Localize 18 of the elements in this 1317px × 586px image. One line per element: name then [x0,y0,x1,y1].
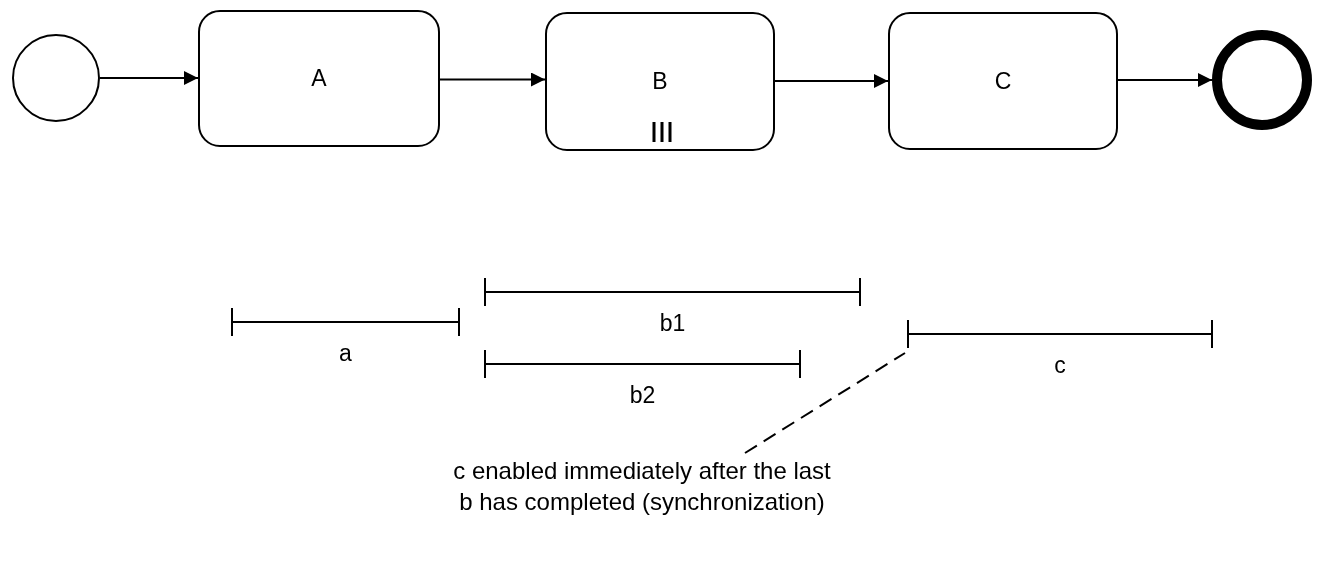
interval-label: a [338,339,353,367]
task-label: A [311,65,327,92]
leader-line [744,352,906,454]
task-box [888,12,1118,150]
task-box [545,12,775,151]
sequence-arrow [1117,73,1213,87]
task-label: C [994,67,1012,95]
sequence-arrow [774,74,889,88]
start-event-circle [12,34,100,122]
interval-label: b2 [628,381,657,409]
annotation-text: c enabled immediately after the last b has completed (synchronization) [452,456,832,517]
task-box [198,10,440,147]
sequence-arrow [439,72,546,87]
task-label: B [652,68,668,95]
interval-label: b1 [658,309,687,337]
sequence-arrow [99,71,199,85]
end-event-circle [1212,30,1312,130]
interval-label: c [1053,351,1067,379]
